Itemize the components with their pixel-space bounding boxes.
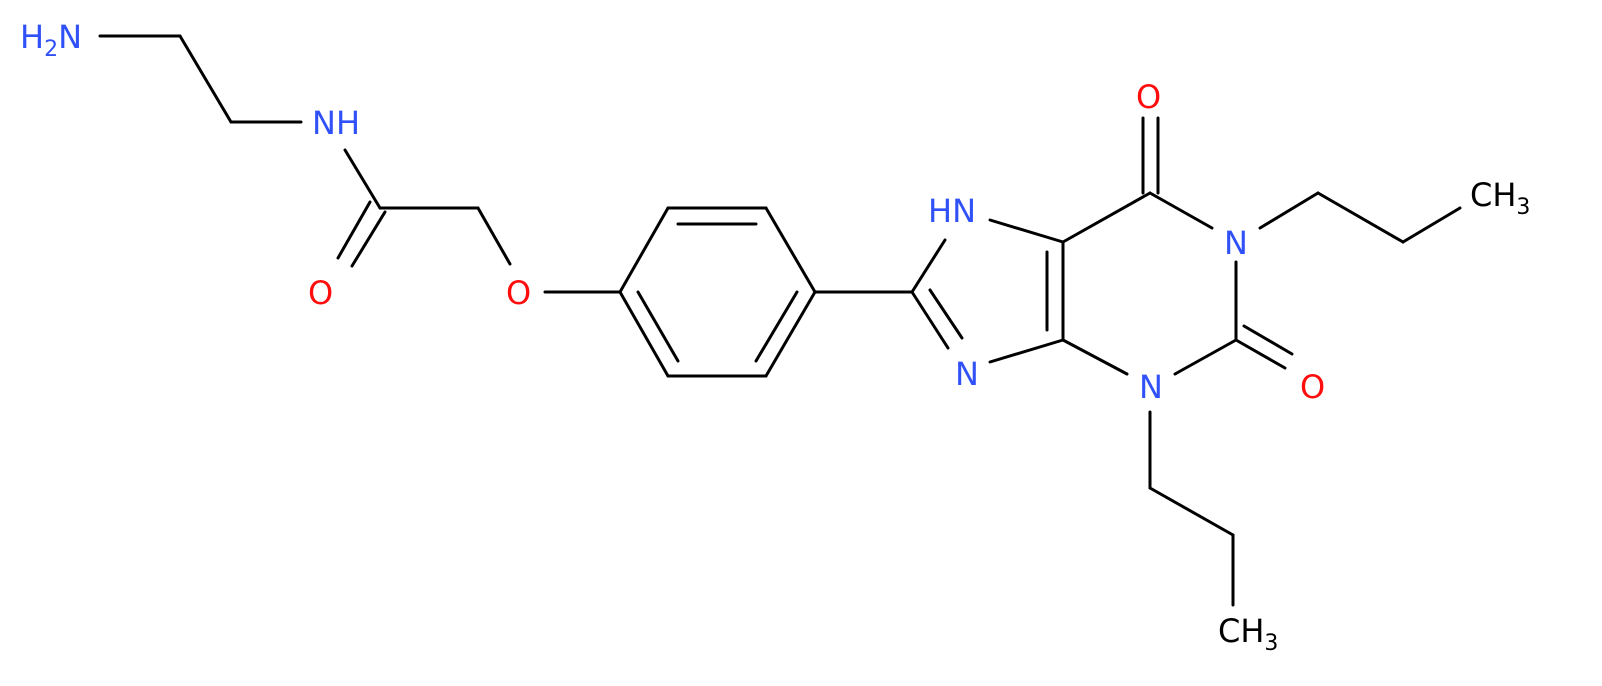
n3-label: N (1139, 368, 1163, 406)
ch3-bottom-label: CH3 (1218, 612, 1278, 656)
bond-carbonyl-o-2 (350, 210, 387, 268)
bond-c6-n1 (1148, 191, 1214, 230)
o2-label: O (1300, 368, 1325, 406)
ether-oxygen-label: O (506, 274, 531, 312)
bond-benzene-3 (764, 206, 817, 294)
bond-nh-carbonyl (343, 148, 382, 210)
bond-n3-propyl-2 (1148, 486, 1235, 537)
nh7-label: HN (928, 192, 976, 230)
bond-c8-n9-1 (910, 290, 950, 350)
bond-c-c-ethyl (178, 34, 233, 124)
n9-label: N (955, 355, 979, 393)
bond-c2-o-2 (1242, 324, 1294, 356)
bond-carbonyl-o-1 (336, 200, 372, 260)
bond-c8-nh7 (910, 238, 947, 294)
o6-label: O (1136, 78, 1161, 116)
bond-n1-propyl-1 (1258, 191, 1320, 230)
amide-nh-label: NH (312, 104, 360, 142)
bond-c2-o-1 (1234, 338, 1287, 370)
bond-c2-n3 (1173, 338, 1238, 376)
bond-nh7-c5 (988, 218, 1065, 244)
bond-c8-n9-2 (928, 288, 964, 340)
amine-label: H2N (20, 18, 82, 62)
bond-n3-c4 (1061, 338, 1129, 376)
bond-n9-c4 (988, 338, 1065, 364)
n1-label: N (1224, 224, 1248, 262)
bond-c5-c6 (1061, 191, 1152, 244)
bond-benzene-4 (764, 290, 817, 378)
bond-ch2-ether-o (476, 206, 512, 266)
amide-oxygen-label: O (308, 274, 333, 312)
bond-n1-propyl-2 (1316, 191, 1405, 244)
bond-benzene-6 (618, 290, 670, 378)
bond-benzene-inner-3 (636, 290, 680, 363)
bond-benzene-1 (618, 206, 670, 294)
bond-n1-propyl-3 (1401, 206, 1462, 244)
bonds (98, 34, 1462, 607)
atom-labels: H2N NH O O HN N N N O O CH3 CH3 (20, 18, 1530, 656)
ch3-top-label: CH3 (1470, 176, 1530, 220)
bond-benzene-inner-2 (754, 290, 799, 363)
